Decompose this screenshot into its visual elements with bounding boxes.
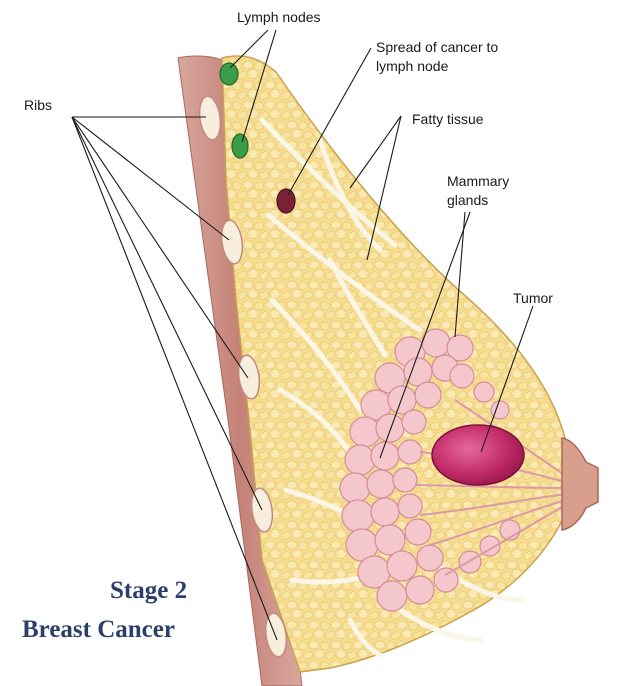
label-ribs: Ribs	[24, 97, 52, 113]
lymph-node-middle	[232, 134, 248, 158]
label-mammary-line1: Mammary	[447, 173, 509, 189]
title-line1: Stage 2	[110, 577, 187, 604]
lymph-node-upper	[220, 63, 238, 85]
cancerous-lymph-node	[277, 189, 295, 213]
title-line2: Breast Cancer	[22, 616, 175, 643]
label-mammary-line2: glands	[447, 192, 488, 208]
label-lymph-nodes: Lymph nodes	[237, 9, 321, 25]
tumor	[432, 425, 524, 485]
label-fatty-tissue: Fatty tissue	[412, 111, 484, 127]
label-spread-line1: Spread of cancer to	[376, 39, 498, 55]
label-tumor: Tumor	[513, 290, 553, 306]
label-spread-line2: lymph node	[376, 58, 449, 74]
